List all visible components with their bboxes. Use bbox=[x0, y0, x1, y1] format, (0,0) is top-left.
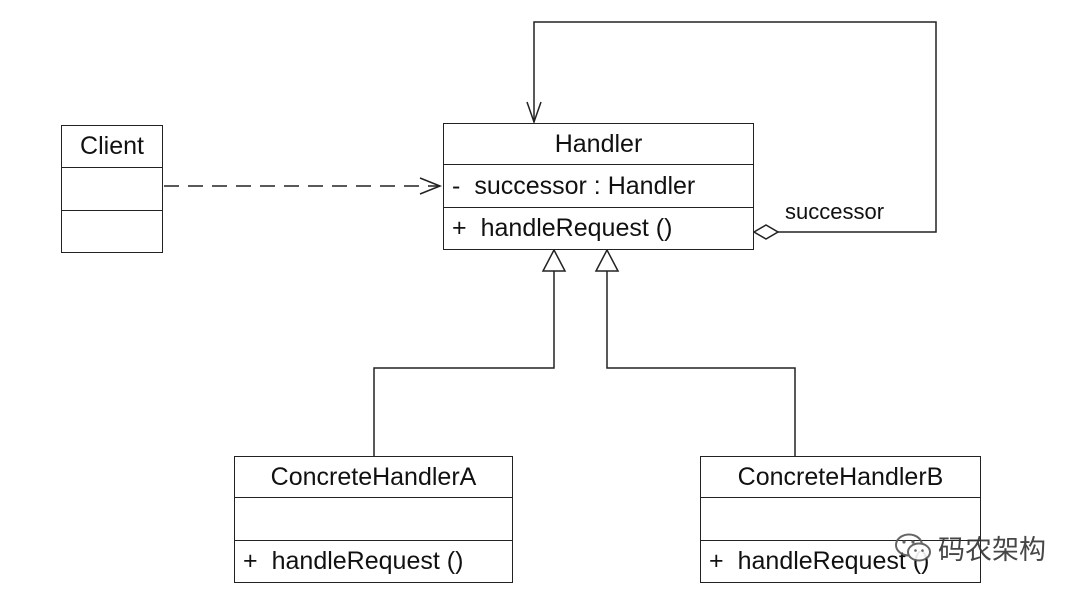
concrete-handler-a-attributes-section bbox=[235, 498, 512, 541]
wechat-icon bbox=[895, 533, 931, 561]
concrete-handler-b-name: ConcreteHandlerB bbox=[701, 457, 980, 498]
concrete-handler-a-operations-section: + handleRequest () bbox=[235, 541, 512, 582]
generalization-connector-a bbox=[373, 248, 567, 457]
operation-handle-request: handleRequest () bbox=[271, 547, 464, 575]
concrete-handler-b-operations-section: + handleRequest () bbox=[701, 541, 980, 582]
operation-visibility: + bbox=[709, 547, 724, 575]
dependency-connector bbox=[164, 177, 443, 195]
client-attributes-section bbox=[62, 168, 162, 211]
operation-visibility: + bbox=[243, 547, 258, 575]
watermark-text: 码农架构 bbox=[938, 535, 1046, 566]
handler-operations-section: + handleRequest () bbox=[444, 208, 753, 249]
aggregation-label: successor bbox=[785, 199, 885, 224]
operation-visibility: + bbox=[452, 214, 467, 242]
aggregation-diamond bbox=[752, 224, 780, 240]
client-class: Client bbox=[61, 125, 163, 253]
concrete-handler-a-class: ConcreteHandlerA + handleRequest () bbox=[234, 456, 513, 583]
attribute-successor: successor : Handler bbox=[474, 171, 696, 200]
operation-handle-request: handleRequest () bbox=[737, 547, 930, 575]
generalization-connector-b bbox=[594, 248, 796, 457]
inheritance-triangle-b bbox=[594, 248, 620, 272]
client-operations-section bbox=[62, 211, 162, 252]
handler-class-name: Handler bbox=[444, 124, 753, 165]
inheritance-triangle-a bbox=[541, 248, 567, 272]
operation-handle-request: handleRequest () bbox=[480, 214, 673, 242]
handler-class: Handler - successor : Handler + handleRe… bbox=[443, 123, 754, 250]
attribute-visibility: - bbox=[452, 171, 461, 200]
handler-attributes-section: - successor : Handler bbox=[444, 165, 753, 208]
concrete-handler-b-attributes-section bbox=[701, 498, 980, 541]
concrete-handler-a-name: ConcreteHandlerA bbox=[235, 457, 512, 498]
client-class-name: Client bbox=[62, 126, 162, 168]
watermark: 码农架构 bbox=[894, 528, 1046, 567]
aggregation-connector bbox=[526, 21, 937, 240]
concrete-handler-b-class: ConcreteHandlerB + handleRequest () bbox=[700, 456, 981, 583]
